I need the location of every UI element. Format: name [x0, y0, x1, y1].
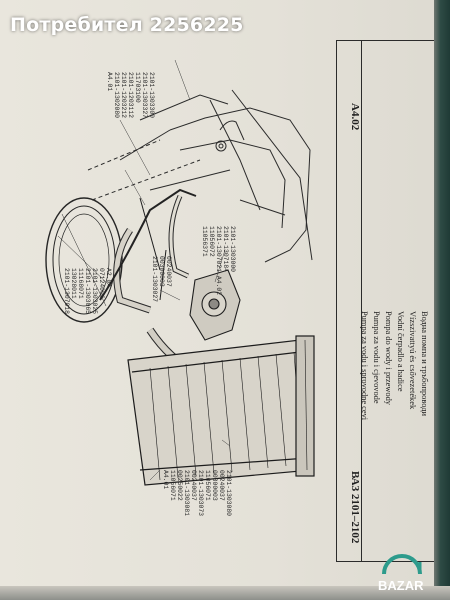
- caption-line: Vodní čerpadlo a hadice: [396, 311, 405, 392]
- caption-line: Pumpa za vodu i sprovodne cevi: [360, 311, 369, 421]
- watermark-username: Потребител 2256225: [10, 14, 244, 36]
- radiator: [127, 335, 315, 486]
- part-numbers-left: A2.04 07124006 2101-1303025 2101-1303065…: [63, 268, 112, 315]
- caption-line: Pumpa za vodu i cjevovode: [372, 311, 381, 404]
- title-block: А4.02 ВАЗ 2101–2102 Водна помпа и тръбоп…: [336, 40, 436, 562]
- part-numbers-mid: 2101-1303000 2101-1307184 2101-1307021 A…: [201, 226, 236, 296]
- caption-line: Водна помпа и тръбопроводи: [420, 311, 429, 416]
- leader-lines: [119, 59, 231, 481]
- radiator-fan-housing: [45, 197, 123, 323]
- part-numbers-small: 00240037 00300003 2101-1303027: [151, 256, 172, 303]
- model-name: ВАЗ 2101–2102: [349, 471, 361, 544]
- book-edge: [434, 0, 450, 600]
- bypass-pipe: [99, 188, 197, 301]
- bazar-logo: BAZAR: [378, 554, 424, 593]
- engine-block-outline: [87, 89, 313, 263]
- caption-line: Pompa do wody i przewody: [384, 311, 393, 405]
- page-bottom-edge: [0, 586, 450, 600]
- part-numbers-top: 2101-1303300 2101-1303327 11703100 2101-…: [106, 72, 155, 119]
- part-numbers-bottom: 2101-1303080 00240037 00300003 11056071 …: [162, 470, 232, 517]
- section-code: А4.02: [349, 103, 361, 131]
- logo-text: BAZAR: [378, 578, 424, 593]
- caption-line: Vízszivattyú és csővezetékek: [408, 311, 417, 410]
